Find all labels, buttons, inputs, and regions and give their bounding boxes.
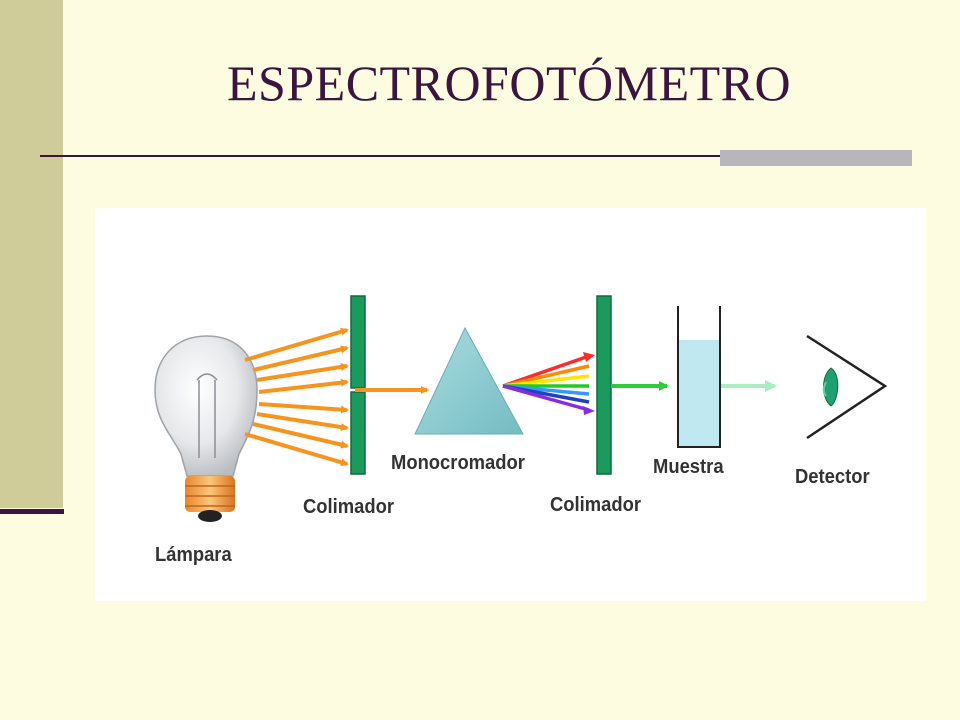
spectrum-rays [502,352,595,415]
label-detector: Detector [795,466,870,488]
detector-eye-icon [806,334,888,440]
spectrophotometer-diagram: Lámpara Colimador Monocromador Colimador… [95,208,926,601]
sidebar-band [0,0,63,508]
prism-icon [414,326,524,435]
label-monochromator: Monocromador [391,452,525,474]
collimator-2 [596,295,612,475]
label-collimator-1: Colimador [303,496,394,518]
light-rays [244,327,349,467]
sample-cuvette [677,306,721,448]
title-divider-accent [720,150,912,166]
slide-title: ESPECTROFOTÓMETRO [227,55,792,111]
collimator-1 [350,295,366,475]
title-divider [40,155,912,157]
label-sample: Muestra [653,456,724,478]
lamp-icon [154,335,258,522]
label-collimator-2: Colimador [550,494,641,516]
label-lamp: Lámpara [155,544,232,566]
sidebar-base-line [0,509,64,514]
